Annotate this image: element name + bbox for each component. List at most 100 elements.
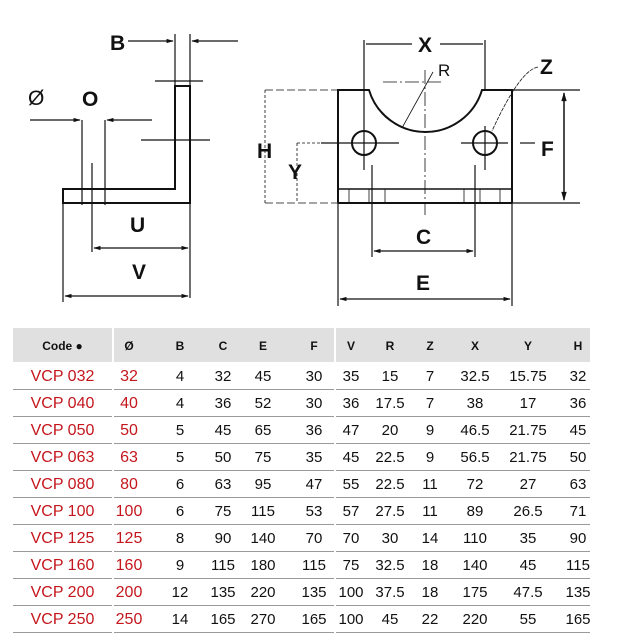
table-cell: 75	[342, 557, 360, 574]
table-cell: 220	[250, 584, 276, 601]
table-cell: 46.5	[460, 422, 490, 439]
row-divider	[114, 470, 334, 471]
dimension-label-v: V	[132, 261, 147, 284]
row-divider	[114, 497, 334, 498]
column-header: R	[385, 339, 395, 353]
table-cell: 40	[120, 395, 138, 412]
table-cell: 50	[569, 449, 587, 466]
table-cell: 11	[422, 476, 438, 493]
table-cell: 4	[175, 368, 185, 385]
table-cell: 32	[214, 368, 232, 385]
table-cell: 15.75	[509, 368, 547, 385]
table-cell: 52	[254, 395, 272, 412]
table-cell: 32.5	[460, 368, 490, 385]
table-cell: 56.5	[460, 449, 490, 466]
table-cell: 22.5	[375, 449, 405, 466]
row-divider	[114, 578, 334, 579]
dimension-label-u: U	[130, 214, 146, 237]
table-cell: 22.5	[375, 476, 405, 493]
table-cell: 115	[251, 503, 275, 520]
table-cell: 270	[250, 611, 276, 628]
table-cell: 75	[254, 449, 272, 466]
product-code-cell: VCP 100	[30, 503, 95, 520]
table-cell: 36	[305, 422, 323, 439]
table-cell: 9	[425, 422, 435, 439]
table-cell: 63	[569, 476, 587, 493]
header-bg-code	[13, 328, 112, 362]
side-view	[30, 34, 238, 302]
column-header: H	[573, 339, 583, 353]
table-cell: 135	[301, 584, 327, 601]
table-cell: 45	[214, 422, 232, 439]
table-cell: 70	[342, 530, 360, 547]
dimension-label-h: H	[257, 140, 273, 163]
row-divider	[13, 497, 112, 498]
column-header: V	[346, 339, 355, 353]
table-cell: 32.5	[375, 557, 405, 574]
table-cell: 22	[421, 611, 439, 628]
row-divider	[336, 524, 590, 525]
table-cell: 220	[462, 611, 488, 628]
row-divider	[336, 632, 590, 633]
row-divider	[336, 389, 590, 390]
table-cell: 45	[381, 611, 399, 628]
table-cell: 100	[115, 503, 143, 520]
column-header: Ø	[124, 339, 134, 353]
row-divider	[336, 497, 590, 498]
row-divider	[13, 416, 112, 417]
table-cell: 45	[569, 422, 587, 439]
row-divider	[114, 389, 334, 390]
table-cell: 140	[462, 557, 488, 574]
table-cell: 57	[342, 503, 360, 520]
table-cell: 12	[171, 584, 189, 601]
table-cell: 27	[519, 476, 537, 493]
table-cell: 180	[250, 557, 276, 574]
product-code-cell: VCP 125	[30, 530, 95, 547]
row-divider	[336, 416, 590, 417]
table-cell: 47	[305, 476, 323, 493]
product-code-cell: VCP 250	[30, 611, 95, 628]
row-divider	[336, 551, 590, 552]
row-divider	[336, 470, 590, 471]
technical-drawing: B Ø O U V X R Z H Y F C E	[28, 33, 580, 306]
column-header: B	[175, 339, 185, 353]
table-cell: 71	[569, 503, 587, 520]
table-cell: 95	[254, 476, 272, 493]
header-bg-group-1	[114, 328, 334, 362]
table-cell: 115	[566, 557, 590, 574]
dimension-label-f: F	[541, 138, 554, 161]
table-cell: 45	[519, 557, 537, 574]
dimension-label-y: Y	[288, 161, 303, 184]
row-divider	[114, 524, 334, 525]
table-cell: 17	[519, 395, 537, 412]
table-cell: 72	[466, 476, 484, 493]
table-cell: 55	[519, 611, 537, 628]
table-cell: 160	[115, 557, 143, 574]
product-code-cell: VCP 050	[30, 422, 95, 439]
table-cell: 165	[565, 611, 591, 628]
table-cell: 6	[175, 476, 185, 493]
table-cell: 65	[254, 422, 272, 439]
table-cell: 47.5	[513, 584, 543, 601]
column-header: F	[310, 339, 318, 353]
table-cell: 75	[214, 503, 232, 520]
table-cell: 90	[214, 530, 232, 547]
table-cell: 30	[305, 395, 323, 412]
front-view	[264, 40, 580, 306]
table-cell: 15	[381, 368, 399, 385]
table-cell: 37.5	[375, 584, 405, 601]
row-divider	[114, 443, 334, 444]
table-cell: 175	[462, 584, 488, 601]
table-cell: 90	[569, 530, 587, 547]
table-cell: 30	[305, 368, 323, 385]
row-divider	[13, 578, 112, 579]
table-cell: 140	[250, 530, 276, 547]
table-cell: 80	[120, 476, 138, 493]
table-cell: 5	[175, 449, 185, 466]
